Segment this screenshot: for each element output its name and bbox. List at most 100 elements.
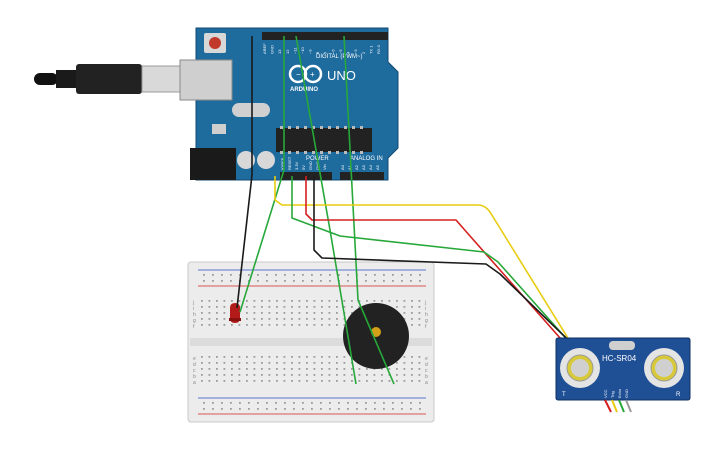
breadboard-hole[interactable] [212,280,214,282]
breadboard-hole[interactable] [298,312,301,314]
breadboard-hole[interactable] [381,368,383,370]
breadboard-hole[interactable] [230,274,232,276]
breadboard-hole[interactable] [261,374,263,376]
breadboard-hole[interactable] [216,374,218,376]
breadboard-hole[interactable] [223,324,226,326]
breadboard-hole[interactable] [261,300,263,302]
breadboard-hole[interactable] [343,356,346,358]
breadboard-hole[interactable] [253,324,256,326]
breadboard-hole[interactable] [388,300,391,302]
breadboard-hole[interactable] [306,300,308,302]
breadboard-hole[interactable] [276,324,278,326]
breadboard-hole[interactable] [283,306,286,308]
breadboard-hole[interactable] [283,362,286,364]
breadboard-hole[interactable] [410,280,412,282]
breadboard-hole[interactable] [321,356,323,358]
breadboard-hole[interactable] [208,318,211,320]
breadboard-hole[interactable] [419,402,421,404]
breadboard-hole[interactable] [268,362,271,364]
breadboard-hole[interactable] [411,380,413,382]
breadboard-hole[interactable] [328,306,331,308]
breadboard-hole[interactable] [291,306,293,308]
breadboard-hole[interactable] [418,356,421,358]
breadboard-hole[interactable] [268,380,271,382]
breadboard-hole[interactable] [216,300,218,302]
breadboard[interactable]: j i h g f e d c b a j i h g f e d c b a [187,261,435,423]
breadboard-hole[interactable] [336,312,338,314]
breadboard-hole[interactable] [358,380,361,382]
breadboard-hole[interactable] [293,280,295,282]
breadboard-hole[interactable] [268,300,271,302]
breadboard-hole[interactable] [231,374,233,376]
breadboard-hole[interactable] [253,306,256,308]
breadboard-hole[interactable] [203,408,205,410]
breadboard-hole[interactable] [392,274,394,276]
breadboard-hole[interactable] [419,280,421,282]
breadboard-hole[interactable] [351,300,353,302]
breadboard-hole[interactable] [366,300,368,302]
breadboard-hole[interactable] [411,374,413,376]
breadboard-hole[interactable] [373,380,376,382]
breadboard-hole[interactable] [411,318,413,320]
breadboard-hole[interactable] [328,374,331,376]
breadboard-hole[interactable] [336,324,338,326]
breadboard-hole[interactable] [313,380,316,382]
breadboard-hole[interactable] [246,356,248,358]
breadboard-hole[interactable] [403,380,406,382]
breadboard-hole[interactable] [321,380,323,382]
breadboard-hole[interactable] [261,324,263,326]
breadboard-hole[interactable] [306,362,308,364]
breadboard-hole[interactable] [275,274,277,276]
breadboard-hole[interactable] [276,318,278,320]
breadboard-hole[interactable] [257,402,259,404]
breadboard-hole[interactable] [231,356,233,358]
breadboard-hole[interactable] [253,318,256,320]
breadboard-hole[interactable] [268,306,271,308]
breadboard-hole[interactable] [283,356,286,358]
breadboard-hole[interactable] [298,362,301,364]
breadboard-hole[interactable] [396,306,398,308]
breadboard-hole[interactable] [306,306,308,308]
breadboard-hole[interactable] [298,380,301,382]
breadboard-hole[interactable] [268,374,271,376]
breadboard-hole[interactable] [284,280,286,282]
breadboard-hole[interactable] [306,356,308,358]
breadboard-hole[interactable] [208,300,211,302]
breadboard-hole[interactable] [291,312,293,314]
breadboard-hole[interactable] [230,402,232,404]
breadboard-hole[interactable] [306,318,308,320]
breadboard-hole[interactable] [328,368,331,370]
breadboard-hole[interactable] [311,408,313,410]
wires[interactable] [236,35,621,391]
breadboard-hole[interactable] [201,312,203,314]
breadboard-hole[interactable] [411,356,413,358]
breadboard-hole[interactable] [276,380,278,382]
breadboard-hole[interactable] [381,380,383,382]
breadboard-hole[interactable] [374,274,376,276]
breadboard-hole[interactable] [268,324,271,326]
breadboard-hole[interactable] [396,374,398,376]
breadboard-hole[interactable] [246,312,248,314]
breadboard-hole[interactable] [313,324,316,326]
breadboard-hole[interactable] [366,368,368,370]
breadboard-hole[interactable] [291,324,293,326]
breadboard-hole[interactable] [284,408,286,410]
breadboard-hole[interactable] [374,280,376,282]
breadboard-hole[interactable] [343,324,346,326]
breadboard-hole[interactable] [231,380,233,382]
breadboard-hole[interactable] [208,380,211,382]
breadboard-hole[interactable] [248,408,250,410]
breadboard-hole[interactable] [403,356,406,358]
breadboard-hole[interactable] [411,312,413,314]
breadboard-hole[interactable] [411,324,413,326]
breadboard-hole[interactable] [283,374,286,376]
breadboard-hole[interactable] [298,356,301,358]
breadboard-hole[interactable] [276,306,278,308]
breadboard-hole[interactable] [321,300,323,302]
breadboard-hole[interactable] [320,280,322,282]
breadboard-hole[interactable] [411,368,413,370]
breadboard-hole[interactable] [418,324,421,326]
breadboard-hole[interactable] [328,362,331,364]
breadboard-hole[interactable] [238,380,241,382]
